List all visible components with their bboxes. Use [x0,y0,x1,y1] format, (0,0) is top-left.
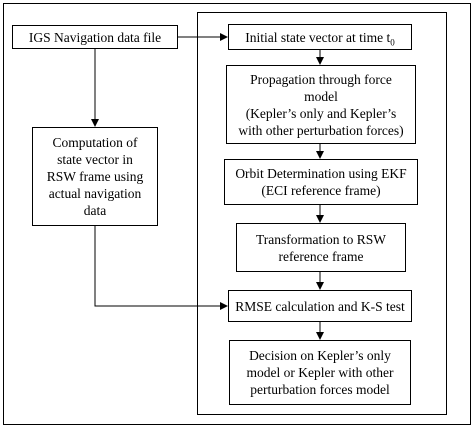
orbit-determination-box: Orbit Determination using EKF (ECI refer… [224,159,418,205]
igs-data-source-label: IGS Navigation data file [28,29,162,45]
outer-border [3,3,471,425]
processing-group-frame [197,12,447,415]
computation-line: data [83,203,107,218]
computation-box: Computation of state vector in RSW frame… [32,127,158,226]
initial-state-subscript: 0 [390,37,395,48]
computation-line: state vector in [57,152,133,167]
propagation-line: (Kepler’s only and Kepler’s [245,105,397,121]
arrow-computation-to-rmse [94,226,228,310]
initial-state-text: Initial state vector at time t [245,29,391,45]
orbit-determination-line: (ECI reference frame) [261,183,381,198]
transformation-box: Transformation to RSW reference frame [236,223,406,272]
igs-data-source-box: IGS Navigation data file [12,25,178,49]
decision-line: perturbation forces model [250,382,390,397]
computation-line: RSW frame using [46,169,144,184]
decision-line: model or Kepler with other [246,365,394,380]
transformation-line: reference frame [278,248,364,264]
initial-state-label: Initial state vector at time t0 [245,29,395,48]
transformation-line: Transformation to RSW [255,231,386,247]
propagation-line: Propagation through force [250,71,392,87]
rmse-label: RMSE calculation and K-S test [235,298,405,314]
propagation-line: model [304,88,338,104]
orbit-determination-line: Orbit Determination using EKF [235,166,407,181]
propagation-line: with other perturbation forces) [238,122,404,138]
decision-line: Decision on Kepler’s only [249,348,391,363]
computation-line: Computation of [52,135,138,150]
propagation-box: Propagation through force model (Kepler’… [226,65,416,144]
initial-state-box: Initial state vector at time t0 [228,24,412,50]
decision-box: Decision on Kepler’s only model or Keple… [229,340,411,405]
rmse-box: RMSE calculation and K-S test [228,290,412,322]
computation-line: actual navigation [48,186,142,201]
